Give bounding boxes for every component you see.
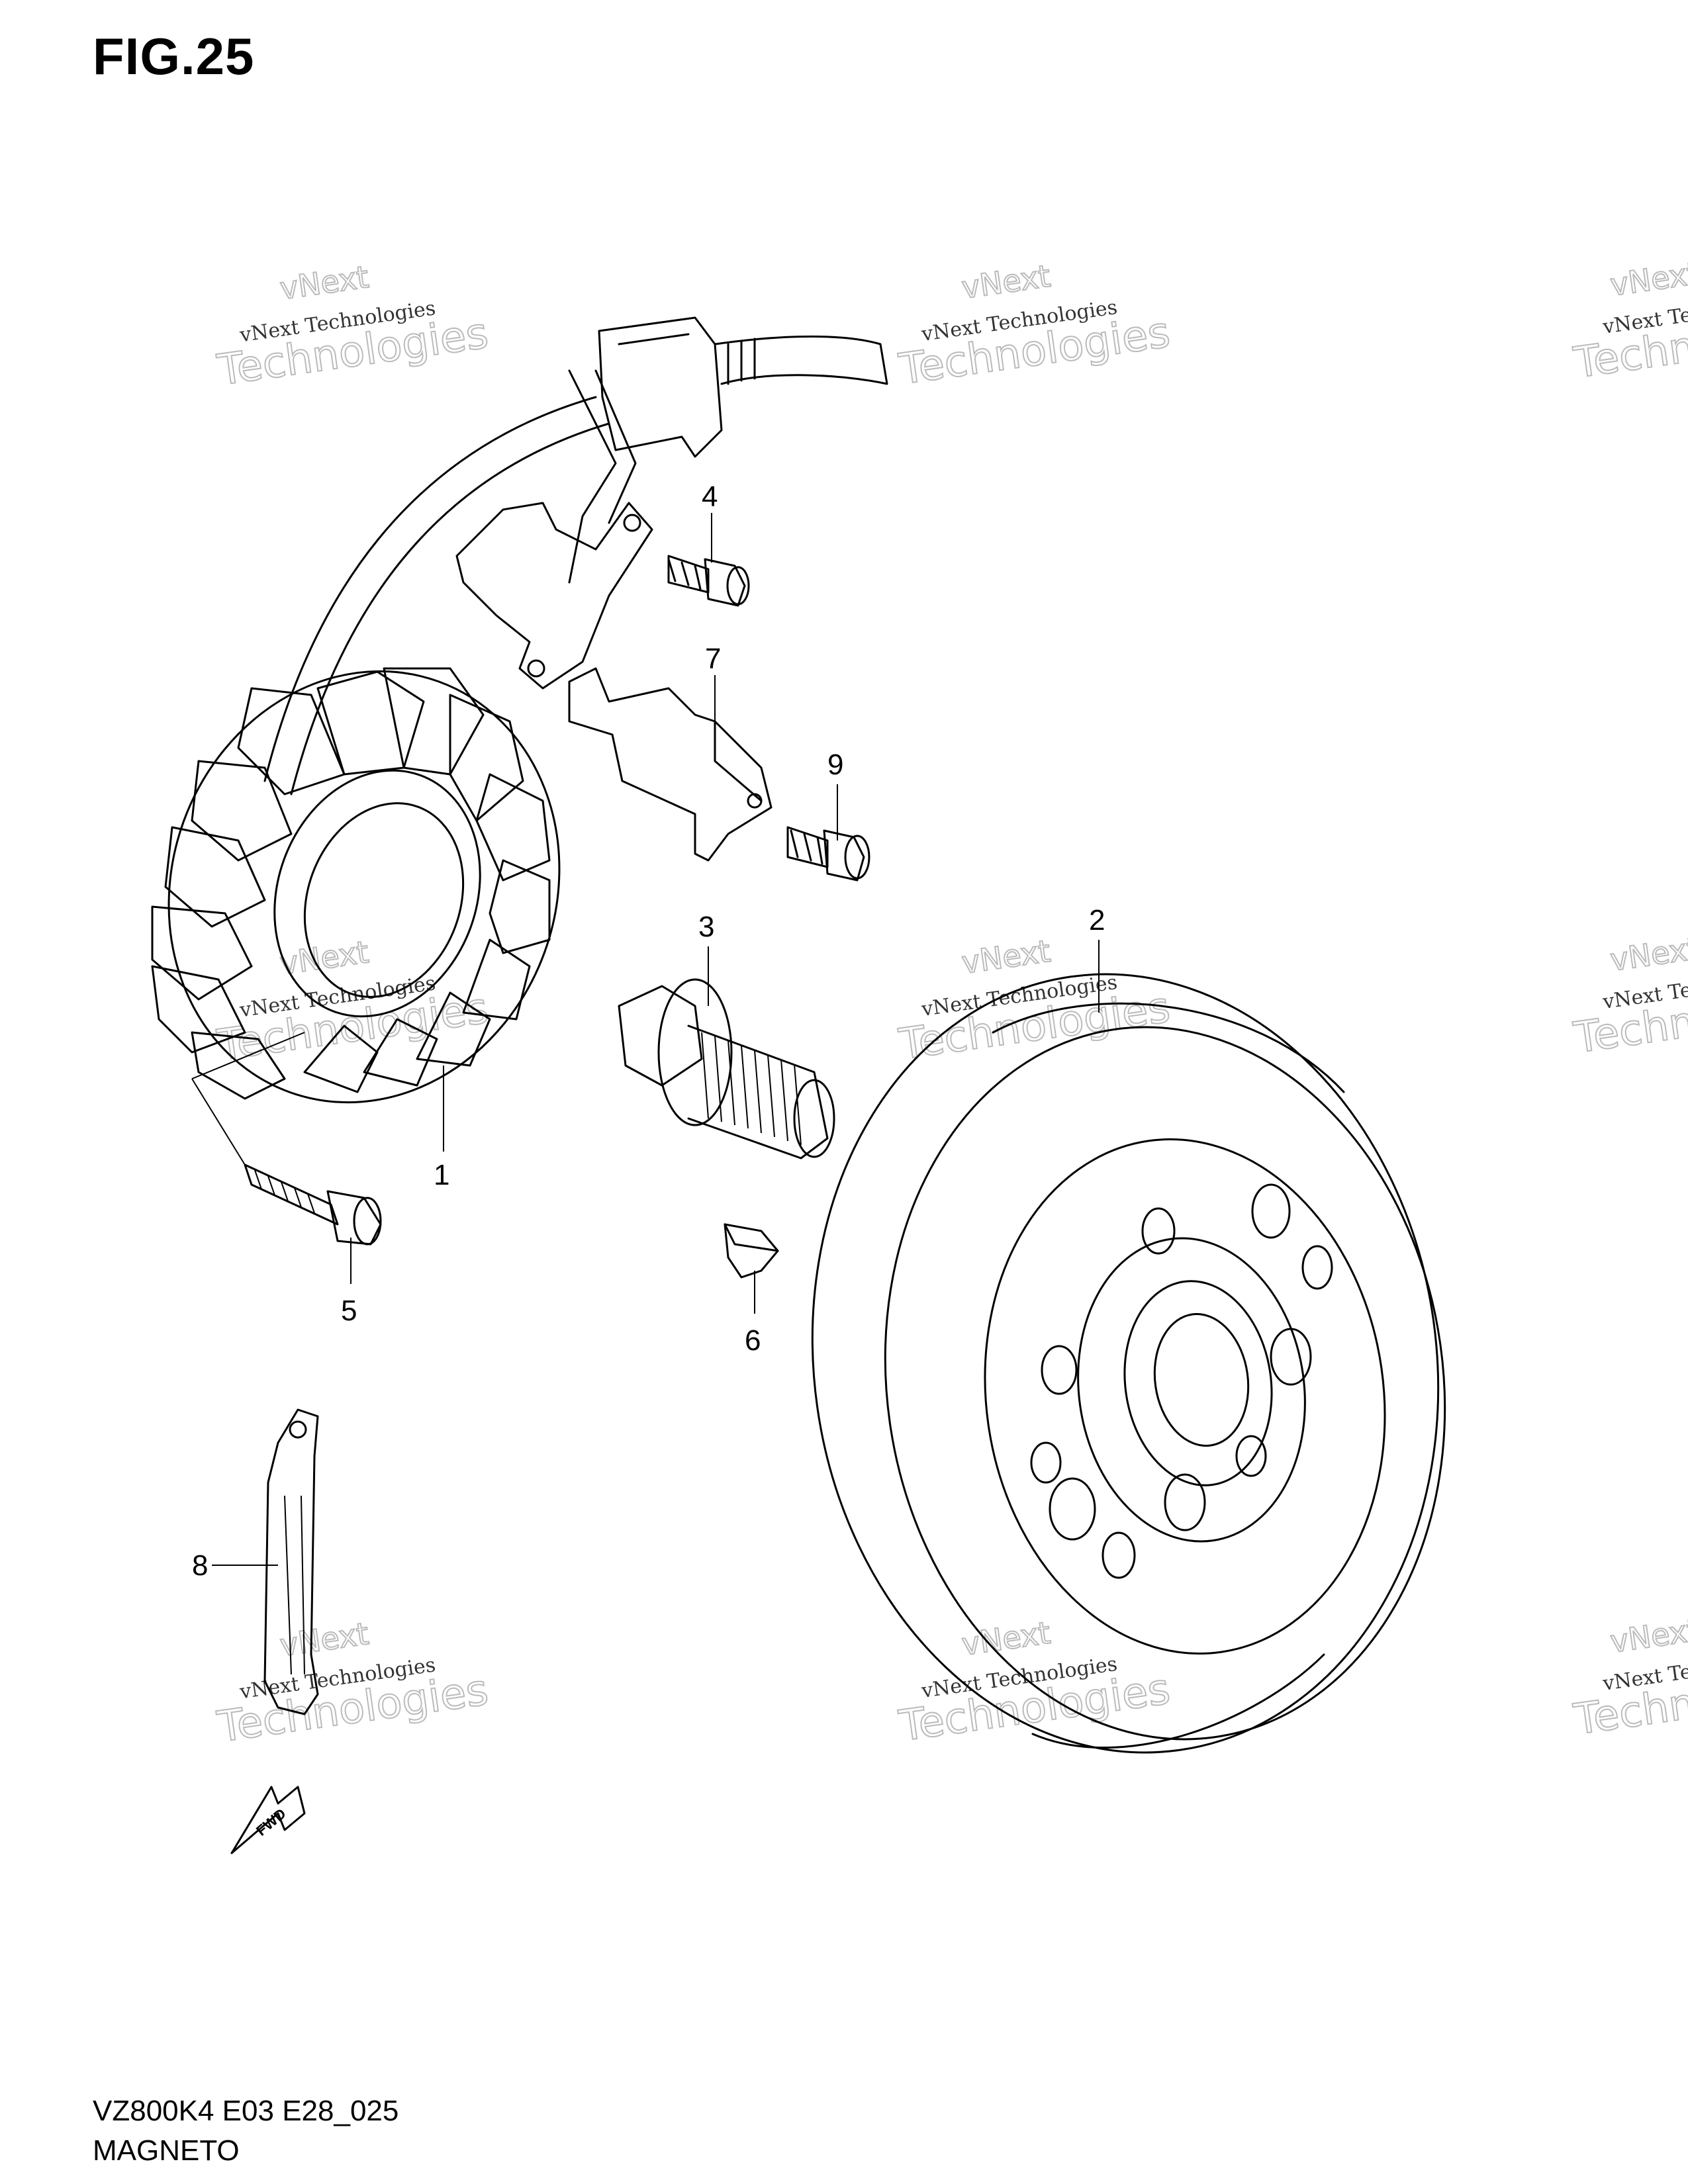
callout-8: 8 — [192, 1549, 208, 1582]
stator-poles — [151, 667, 551, 1100]
watermark-text: vNext — [278, 259, 371, 306]
watermark-bottom-left: vNext vNext Technologies Technologies — [214, 1615, 492, 1752]
woodruff-key — [724, 1223, 779, 1279]
watermark-bottom-mid: vNext vNext Technologies Technologies — [896, 1614, 1174, 1752]
callout-5: 5 — [341, 1295, 357, 1327]
fwd-arrow-icon: FWD — [230, 1786, 306, 1854]
wire-bracket — [568, 667, 773, 862]
figure-name: MAGNETO — [93, 2134, 240, 2167]
stator-wire-harness — [263, 316, 888, 796]
rotor-bolt — [618, 978, 835, 1160]
watermark-text: vNext — [278, 1615, 371, 1663]
stator-bolt — [191, 1078, 382, 1246]
clamp-screw — [667, 555, 750, 607]
watermark-text: vNext — [1608, 255, 1688, 302]
bracket-bolt — [786, 826, 870, 882]
callout-6: 6 — [745, 1324, 761, 1357]
magneto-rotor — [811, 973, 1446, 1754]
watermark-mid-right: vNext vNext Technologies Technologies — [1570, 929, 1688, 1064]
watermark-text: vNext — [960, 258, 1053, 306]
wire-strap — [263, 1408, 319, 1715]
figure-title: FIG.25 — [93, 27, 255, 85]
watermark-top-right: vNext vNext Technologies Technologies — [1570, 254, 1688, 388]
wire-clamp — [455, 502, 653, 690]
leader-lines — [212, 513, 1100, 1566]
watermark-text: vNext — [1608, 930, 1688, 978]
watermark-top-mid: vNext vNext Technologies Technologies — [896, 257, 1174, 395]
stator-coil — [151, 667, 561, 1104]
callout-9: 9 — [827, 749, 843, 781]
watermark-top-left: vNext vNext Technologies Technologies — [214, 258, 492, 396]
callout-2: 2 — [1089, 904, 1105, 936]
watermark-bottom-right: vNext vNext Technologies Technologies — [1570, 1611, 1688, 1745]
watermark-text: vNext — [1608, 1612, 1688, 1659]
callout-7: 7 — [705, 643, 721, 675]
callout-1: 1 — [434, 1159, 449, 1191]
watermark-mid-mid: vNext vNext Technologies Technologies — [896, 933, 1174, 1070]
callout-3: 3 — [698, 911, 714, 943]
callout-labels: 1 2 3 4 5 6 7 8 9 — [192, 480, 1105, 1582]
model-code: VZ800K4 E03 E28_025 — [93, 2095, 399, 2127]
watermark-text: vNext — [960, 1615, 1053, 1662]
watermark-text: vNext — [960, 933, 1053, 981]
rotor-holes — [1030, 1183, 1333, 1579]
callout-4: 4 — [702, 480, 718, 513]
